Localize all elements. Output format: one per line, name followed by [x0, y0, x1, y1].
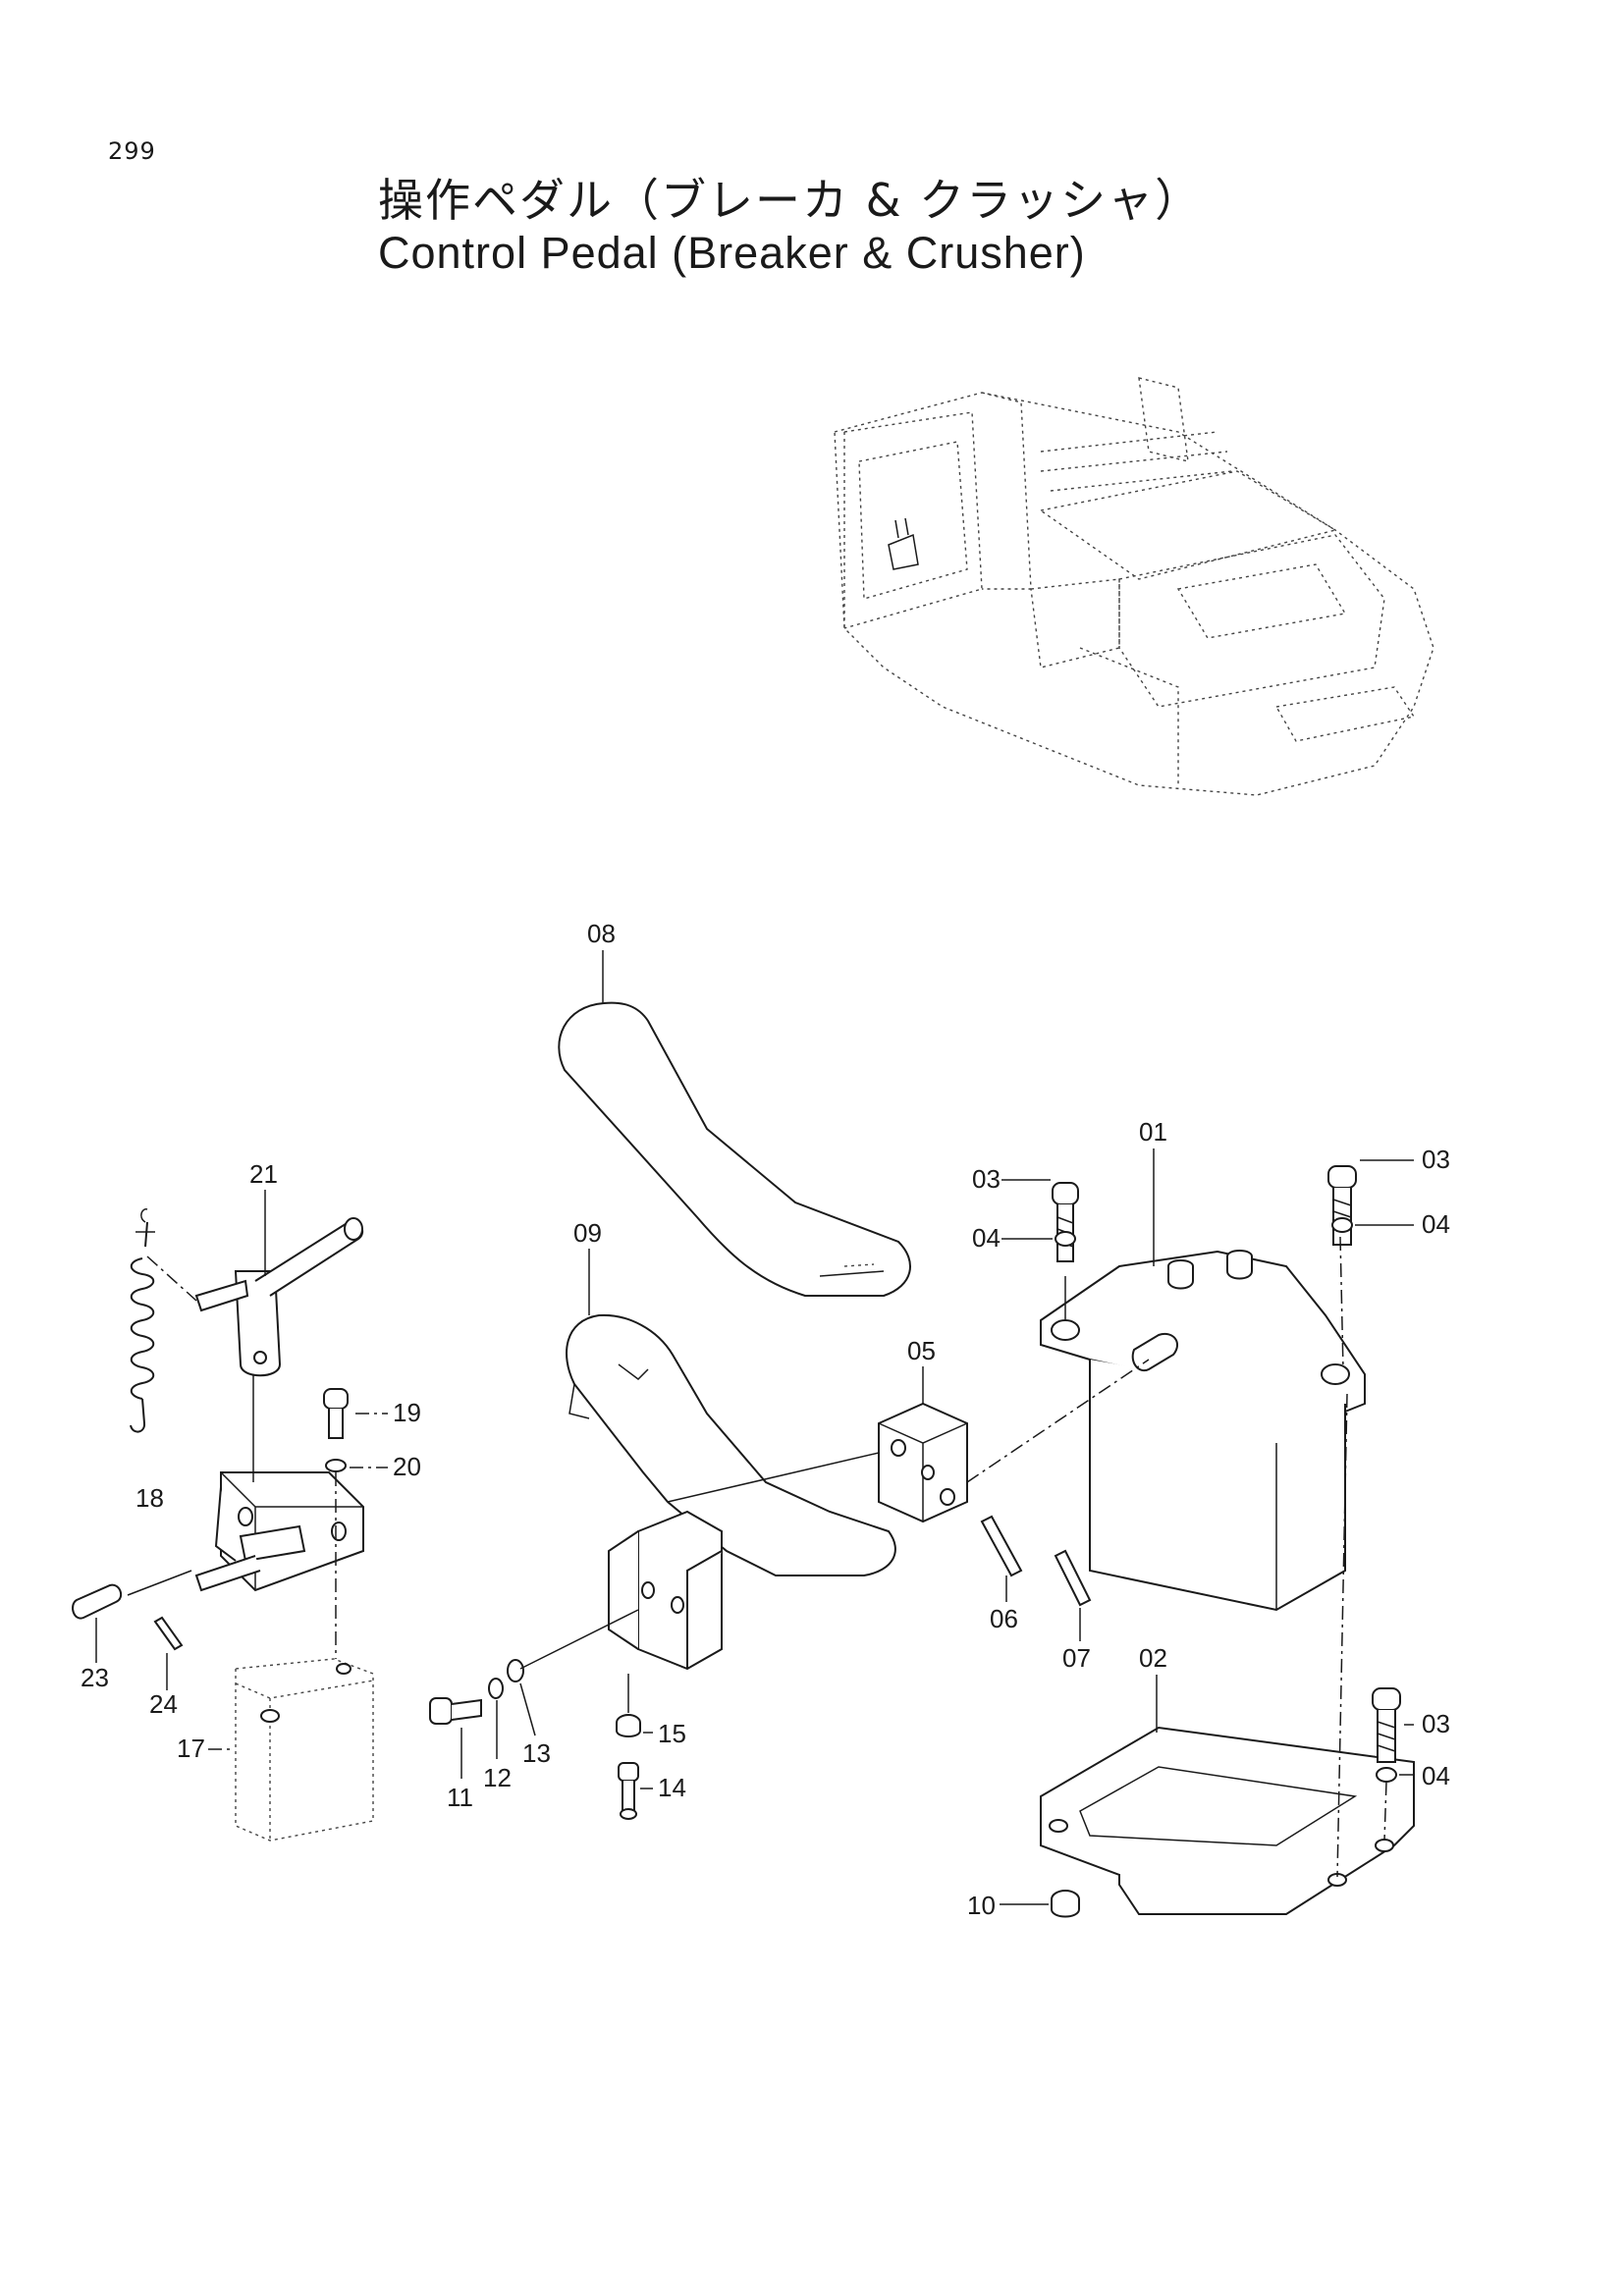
callout-02: 02	[1139, 1643, 1167, 1673]
part-06-pin	[980, 1515, 1023, 1577]
part-17-switch	[235, 1658, 374, 1842]
title-japanese: 操作ペダル（ブレーカ & クラッシャ）	[378, 174, 1203, 227]
callout-03-c: 03	[1422, 1709, 1450, 1738]
callout-11: 11	[447, 1783, 473, 1812]
callout-08: 08	[587, 919, 616, 948]
title-english: Control Pedal (Breaker & Crusher)	[378, 228, 1086, 278]
callout-20: 20	[393, 1452, 421, 1481]
callout-17: 17	[177, 1734, 205, 1763]
part-13-washer	[507, 1659, 524, 1682]
callout-12: 12	[483, 1763, 512, 1792]
part-04-washer-c	[1376, 1767, 1397, 1783]
assembly-lines	[127, 1236, 1387, 1878]
part-12-washer	[488, 1678, 504, 1699]
part-20-washer	[325, 1459, 347, 1472]
part-18-bracket	[194, 1471, 364, 1592]
part-03-bolt-a	[1052, 1182, 1079, 1262]
callout-03-b: 03	[1422, 1145, 1450, 1174]
callout-07: 07	[1062, 1643, 1091, 1673]
callout-04-b: 04	[1422, 1209, 1450, 1239]
part-21-lever-rod	[194, 1217, 364, 1377]
part-01-valve-body	[1040, 1250, 1366, 1612]
callout-15: 15	[658, 1719, 686, 1748]
spring	[130, 1208, 197, 1433]
part-02-base-plate	[1040, 1726, 1415, 1915]
callout-03-a: 03	[972, 1164, 1001, 1194]
part-07-pin	[1054, 1549, 1092, 1607]
part-09-pedal-lever	[566, 1313, 896, 1671]
part-04-washer-b	[1331, 1217, 1353, 1233]
part-14-bolt	[618, 1762, 639, 1820]
callout-18: 18	[135, 1483, 164, 1513]
callout-01: 01	[1139, 1117, 1167, 1147]
callout-05: 05	[907, 1336, 936, 1365]
part-23-pin	[72, 1583, 123, 1620]
part-15-nut	[616, 1714, 641, 1737]
part-24-cotter-pin	[153, 1616, 184, 1651]
part-05-block	[878, 1402, 968, 1523]
callout-19: 19	[393, 1398, 421, 1427]
callout-10: 10	[967, 1891, 996, 1920]
callout-04-a: 04	[972, 1223, 1001, 1253]
part-08-pedal-pad	[558, 1001, 911, 1297]
part-04-washer-a	[1055, 1231, 1076, 1247]
callout-21: 21	[249, 1159, 278, 1189]
callout-06: 06	[990, 1604, 1018, 1633]
callout-09: 09	[573, 1218, 602, 1248]
callout-24: 24	[149, 1689, 178, 1719]
callout-04-c: 04	[1422, 1761, 1450, 1790]
callout-13: 13	[522, 1738, 551, 1768]
part-19-bolt	[323, 1388, 349, 1439]
part-10-nut	[1051, 1890, 1080, 1918]
callout-23: 23	[81, 1663, 109, 1692]
excavator-overview	[834, 377, 1434, 796]
callouts: 08 09 01 03 04 03 04 05 06 07 02 03 04 1…	[81, 919, 1450, 1920]
part-11-bolt	[429, 1697, 482, 1725]
part-03-bolt-c	[1372, 1687, 1401, 1763]
page-number: 299	[108, 137, 156, 165]
callout-14: 14	[658, 1773, 686, 1802]
